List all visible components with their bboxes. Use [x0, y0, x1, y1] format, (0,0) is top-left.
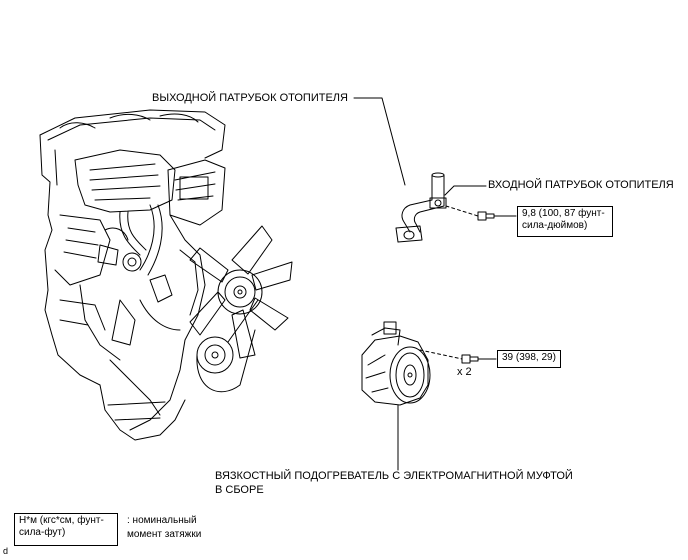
heater-outlet-label: ВЫХОДНОЙ ПАТРУБОК ОТОПИТЕЛЯ [152, 92, 348, 104]
heater-bolt-qty: x 2 [457, 366, 472, 378]
heater-bolt-torque: 39 (398, 29) [502, 352, 556, 363]
torque-legend-desc-line2: момент затяжки [127, 529, 202, 540]
bolt-icon [461, 211, 495, 364]
viscous-heater-icon [361, 321, 431, 406]
torque-unit-line2: сила-фут) [19, 527, 66, 538]
torque-unit-line1: Н*м (кгс*см, фунт- [19, 515, 104, 526]
pipe-bolt-torque-line2: сила-дюймов) [522, 220, 588, 231]
pipe-bolt-torque-box: 9,8 (100, 87 фунт- сила-дюймов) [517, 206, 613, 237]
heater-inlet-label: ВХОДНОЙ ПАТРУБОК ОТОПИТЕЛЯ [488, 179, 674, 191]
heater-assembly-label-line1: ВЯЗКОСТНЫЙ ПОДОГРЕВАТЕЛЬ С ЭЛЕКТРОМАГНИТ… [215, 470, 573, 482]
engine-illustration [39, 109, 293, 441]
torque-legend-desc-line1: : номинальный [127, 515, 197, 526]
corner-mark: d [3, 546, 9, 556]
heater-assembly-label-line2: В СБОРЕ [215, 484, 264, 496]
heater-pipe-icon [395, 172, 447, 243]
leader-lines [353, 97, 517, 471]
torque-unit-legend-box: Н*м (кгс*см, фунт- сила-фут) [14, 513, 118, 546]
heater-bolt-torque-box: 39 (398, 29) [497, 350, 561, 368]
pipe-bolt-torque-line1: 9,8 (100, 87 фунт- [522, 208, 605, 219]
